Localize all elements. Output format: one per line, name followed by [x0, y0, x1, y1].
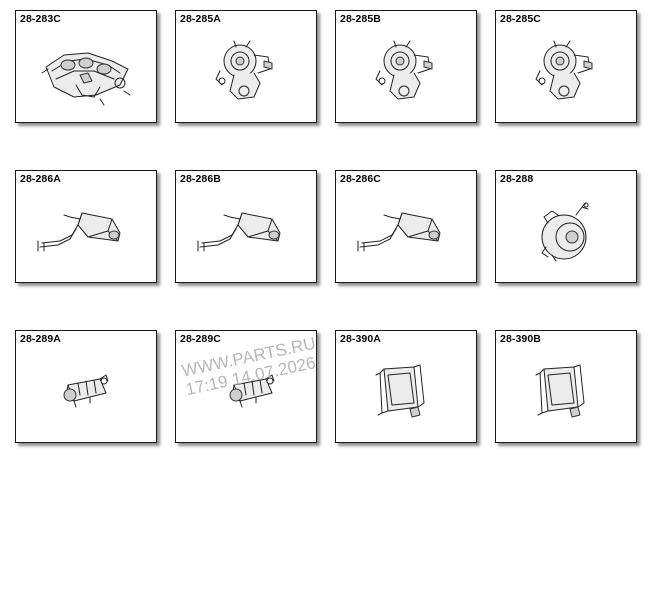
turbocharger-icon — [496, 25, 636, 122]
part-card-28-286a[interactable]: 28-286A — [15, 170, 157, 283]
part-code: 28-289C — [180, 333, 221, 345]
part-card-28-289a[interactable]: 28-289A — [15, 330, 157, 443]
part-code: 28-286B — [180, 173, 221, 185]
turbocharger-icon — [176, 25, 316, 122]
part-code: 28-285A — [180, 13, 221, 25]
part-card-28-285c[interactable]: 28-285C — [495, 10, 637, 123]
part-card-28-390b[interactable]: 28-390B — [495, 330, 637, 443]
part-card-28-288[interactable]: 28-288 — [495, 170, 637, 283]
muffler-icon — [16, 185, 156, 282]
part-card-28-286b[interactable]: 28-286B — [175, 170, 317, 283]
muffler-icon — [176, 185, 316, 282]
part-code: 28-283C — [20, 13, 61, 25]
part-code: 28-286A — [20, 173, 61, 185]
actuator-motor-icon — [496, 185, 636, 282]
part-card-28-289c[interactable]: 28-289C — [175, 330, 317, 443]
part-code: 28-285B — [340, 13, 381, 25]
part-code: 28-390B — [500, 333, 541, 345]
part-code: 28-390A — [340, 333, 381, 345]
part-card-28-285b[interactable]: 28-285B — [335, 10, 477, 123]
control-module-icon — [336, 345, 476, 442]
heat-exchanger-icon — [16, 345, 156, 442]
part-card-28-285a[interactable]: 28-285A — [175, 10, 317, 123]
heat-exchanger-icon — [176, 345, 316, 442]
part-code: 28-288 — [500, 173, 534, 185]
part-code: 28-286C — [340, 173, 381, 185]
control-module-icon — [496, 345, 636, 442]
part-card-28-286c[interactable]: 28-286C — [335, 170, 477, 283]
part-card-28-283c[interactable]: 28-283C — [15, 10, 157, 123]
turbocharger-icon — [336, 25, 476, 122]
part-card-28-390a[interactable]: 28-390A — [335, 330, 477, 443]
exhaust-manifold-catalyst-icon — [16, 25, 156, 122]
part-code: 28-285C — [500, 13, 541, 25]
part-code: 28-289A — [20, 333, 61, 345]
muffler-icon — [336, 185, 476, 282]
